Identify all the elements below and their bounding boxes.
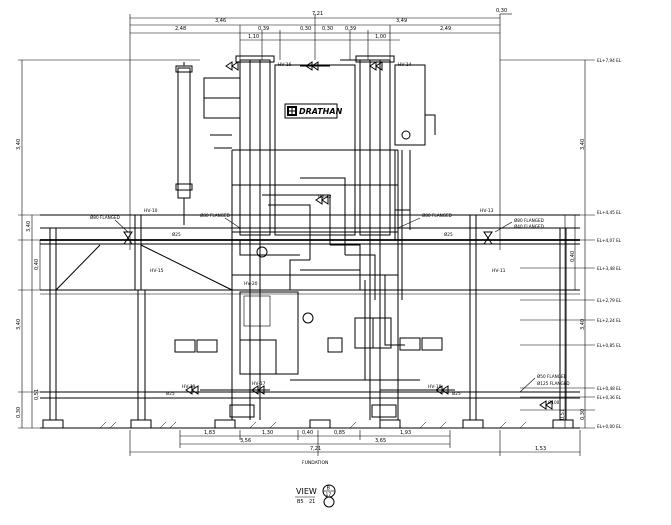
dim-far-right: 0,30 bbox=[496, 8, 507, 14]
dim-left-mid: 0,40 bbox=[34, 259, 40, 270]
dim-right-mid: 0,40 bbox=[570, 251, 576, 262]
brand-name: DRATHAN bbox=[299, 107, 343, 116]
flange-note: Ø50 FLANGED bbox=[537, 374, 567, 379]
dim-seg: 1,93 bbox=[400, 430, 411, 436]
valve-tag: HV-11 bbox=[492, 268, 506, 274]
flange-notes: Ø80 FLANGED Ø80 FLANGED Ø80 FLANGED Ø80 … bbox=[90, 213, 570, 405]
flange-note: Ø80 FLANGED bbox=[422, 213, 452, 218]
valve-symbols bbox=[123, 61, 553, 410]
dim-left-upper: 3,40 bbox=[26, 221, 32, 232]
bottom-dimension-values: 1,83 1,30 0,40 0,85 1,93 3,56 3,65 7,21 … bbox=[204, 430, 546, 452]
elevation-label: EL+7,94 EL bbox=[597, 58, 622, 63]
dim-center-left: 0,39 bbox=[258, 26, 269, 32]
dim-half-right: 3,65 bbox=[375, 438, 386, 444]
dim-left-outer: 2,48 bbox=[175, 26, 186, 32]
left-vessel bbox=[175, 62, 193, 225]
dim-left-half: 3,46 bbox=[215, 18, 226, 24]
dim-inner-right: 0,51 bbox=[560, 409, 566, 420]
flange-note: Ø100 bbox=[548, 400, 560, 405]
valve-tag: HV-10 bbox=[144, 208, 158, 214]
dim-overall-top: 7,21 bbox=[312, 11, 323, 17]
valve-tags: HV-16 HV-14 HV-12 HV-10 HV-20 HV-17 HV-1… bbox=[144, 62, 506, 390]
dim-right-lower: 3,40 bbox=[580, 319, 586, 330]
elevation-label: EL+4,07 EL bbox=[597, 238, 622, 243]
valve-tag: HV-19 bbox=[182, 384, 196, 390]
view-sheet: 17 bbox=[326, 492, 332, 498]
flange-note: Ø125 FLANGED bbox=[537, 381, 570, 386]
elevation-label: EL+3,48 EL bbox=[597, 266, 622, 271]
dim-left-total: 3,40 bbox=[16, 139, 22, 150]
valve-tag: HV-18 bbox=[428, 384, 442, 390]
drain-boxes bbox=[174, 337, 443, 418]
view-word: VIEW bbox=[296, 487, 317, 496]
dim-right-extra: 1,53 bbox=[535, 446, 546, 452]
pipe-size: Ø25 bbox=[172, 232, 181, 237]
elevation-label: EL+0,36 EL bbox=[597, 395, 622, 400]
dim-right-outer: 2,49 bbox=[440, 26, 451, 32]
valve-tag: HV-14 bbox=[398, 62, 412, 68]
dim-right-small: 0,30 bbox=[580, 409, 586, 420]
valve-tag: HV-20 bbox=[244, 281, 258, 287]
support-legs bbox=[40, 290, 580, 429]
dim-sub3: 1,10 bbox=[248, 34, 259, 40]
flange-note: Ø40 FLANGED bbox=[514, 224, 544, 229]
dim-left-lower: 3,40 bbox=[16, 319, 22, 330]
view-letter: B bbox=[327, 486, 331, 492]
pipe-size: Ø25 bbox=[166, 391, 175, 396]
flange-note: Ø80 FLANGED bbox=[200, 213, 230, 218]
dim-inner-left: 0,51 bbox=[34, 389, 40, 400]
flange-note: Ø80 FLANGED bbox=[514, 218, 544, 223]
elevation-label: EL+0,00 EL bbox=[597, 424, 622, 429]
dim-right-total: 3,40 bbox=[580, 139, 586, 150]
ground-hatching bbox=[99, 421, 527, 429]
view-ref1: B5 bbox=[297, 499, 304, 505]
valve-tag: HV-16 bbox=[278, 62, 292, 68]
dim-half-left: 3,56 bbox=[240, 438, 251, 444]
elevation-label: EL+4,45 EL bbox=[597, 210, 622, 215]
elevation-label: EL+0,85 EL bbox=[597, 343, 622, 348]
bottom-dimension-lines bbox=[129, 430, 581, 456]
dim-seg: 0,40 bbox=[302, 430, 313, 436]
dim-seg: 0,85 bbox=[334, 430, 345, 436]
right-dimension-lines bbox=[500, 59, 595, 429]
brand-plate bbox=[284, 103, 338, 119]
valve-tag: HV-12 bbox=[318, 194, 332, 200]
elevation-label: EL+2,24 EL bbox=[597, 318, 622, 323]
pipe-size: Ø25 bbox=[444, 232, 453, 237]
pipe-size: Ø25 bbox=[452, 391, 461, 396]
view-label: VIEW B 17 B5 21 bbox=[295, 484, 336, 508]
dim-right-half: 3,49 bbox=[396, 18, 407, 24]
dim-sub4: 1,00 bbox=[375, 34, 386, 40]
dim-center-right: 0,39 bbox=[345, 26, 356, 32]
dim-sub1: 0,30 bbox=[300, 26, 311, 32]
valve-tag: HV-17 bbox=[252, 381, 266, 387]
dim-left-small: 0,30 bbox=[16, 407, 22, 418]
valve-tag: HV-13 bbox=[480, 208, 494, 214]
elevation-labels: EL+7,94 EL EL+4,45 EL EL+4,07 EL EL+3,48… bbox=[597, 58, 622, 429]
foundation-caption: FUNDATION bbox=[302, 460, 328, 466]
elevation-label: EL+2,79 EL bbox=[597, 298, 622, 303]
dim-sub2: 0,30 bbox=[322, 26, 333, 32]
valve-tag: HV-15 bbox=[150, 268, 164, 274]
elevation-label: EL+0,48 EL bbox=[597, 386, 622, 391]
dim-seg: 1,30 bbox=[262, 430, 273, 436]
top-dimension-lines bbox=[129, 13, 512, 250]
dim-seg: 1,83 bbox=[204, 430, 215, 436]
flange-note: Ø80 FLANGED bbox=[90, 215, 120, 220]
dim-overall-bottom: 7,21 bbox=[310, 446, 321, 452]
view-ref2: 21 bbox=[309, 499, 315, 505]
main-frame bbox=[203, 55, 426, 420]
